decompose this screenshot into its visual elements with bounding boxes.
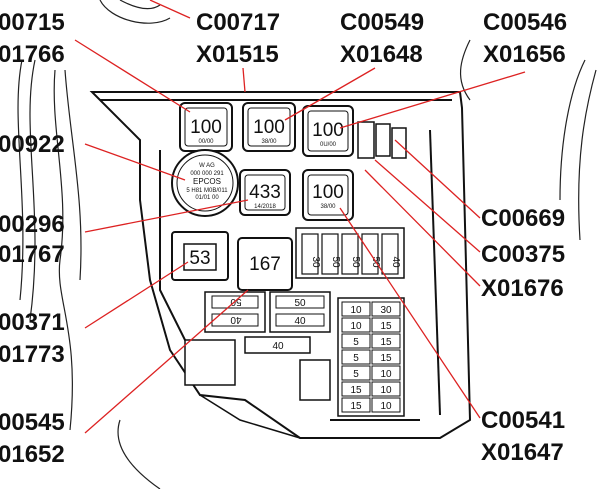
callout-top-mid-1: C00717	[196, 9, 280, 36]
fuse-mid-2: 40	[230, 314, 242, 325]
round-relay-line4: 5 H81 M0B/011	[186, 188, 228, 194]
callout-left-296-1: 00296	[0, 211, 65, 238]
fuse-strip-mid-right: 50 40	[269, 291, 331, 333]
round-relay-line5: 01/01 00	[195, 195, 219, 201]
fuse-top-1: 30	[310, 256, 321, 268]
round-relay-line1: W AG	[199, 163, 215, 169]
fuse-top-3: 50	[350, 256, 361, 268]
fuse-top-5: 40	[390, 256, 401, 268]
callout-left-922: 00922	[0, 131, 65, 158]
relay-r5-code: 38/00	[320, 204, 336, 210]
fuse-col-7: 5	[353, 353, 359, 364]
callout-top-mid-2: X01515	[196, 41, 279, 68]
relay-r4-label: 433	[249, 182, 281, 203]
relay-r7-label: 167	[249, 254, 281, 275]
callout-left-545-1: 00545	[0, 409, 65, 436]
fuse-low-label: 40	[272, 341, 284, 352]
fuse-col-1: 10	[350, 305, 362, 316]
fuse-col-8: 15	[380, 353, 392, 364]
relay-r1: 100 00/00	[179, 102, 233, 152]
relay-r2-label: 100	[253, 117, 285, 138]
round-relay-line3: EPCOS	[193, 177, 221, 186]
fuse-col-5: 5	[353, 337, 359, 348]
fuse-col-6: 15	[380, 337, 392, 348]
fuse-col-10: 10	[380, 369, 392, 380]
callout-left-296-2: 01767	[0, 241, 65, 268]
relay-r3: 100 0U/00	[302, 105, 354, 157]
fuse-col-3: 10	[350, 321, 362, 332]
fuse-column: 10 30 10 15 5 15 5 15 5 10 15 10 15 10	[337, 297, 405, 417]
fuse-col-12: 10	[380, 385, 392, 396]
round-relay-line2: 000 000 291	[190, 171, 224, 177]
callout-left-371-1: 00371	[0, 309, 65, 336]
callout-left-545-2: 01652	[0, 441, 65, 468]
callout-right-375: C00375	[481, 241, 565, 268]
callout-top-left-1: 00715	[0, 9, 65, 36]
relay-r1-label: 100	[190, 117, 222, 138]
callout-top-right-1: C00546	[483, 9, 567, 36]
fuse-midr-2: 40	[294, 316, 306, 327]
fuse-strip-top: 30 50 50 50 40	[295, 227, 405, 279]
callout-labels: 00715 01766 C00717 X01515 C00549 X01648 …	[0, 9, 567, 468]
fuse-top-2: 50	[330, 256, 341, 268]
relay-r5: 100 38/00	[302, 169, 354, 221]
callout-right-541-2: X01647	[481, 439, 564, 466]
relay-r6-label: 53	[189, 248, 210, 269]
fuse-col-13: 15	[350, 401, 362, 412]
leader-lines	[74, 0, 526, 434]
callout-right-541-1: C00541	[481, 407, 565, 434]
small-relay-block	[357, 121, 407, 159]
relay-r7: 167	[237, 237, 293, 291]
fuse-col-11: 15	[350, 385, 362, 396]
relay-r5-label: 100	[312, 182, 344, 203]
fuse-col-14: 10	[380, 401, 392, 412]
relay-r3-label: 100	[312, 120, 344, 141]
relay-r2: 100 38/00	[242, 102, 296, 152]
callout-right-676: X01676	[481, 275, 564, 302]
relay-r4-code: 14/2018	[254, 204, 276, 210]
relay-r4: 433 14/2018	[239, 169, 291, 216]
fuse-col-2: 30	[380, 305, 392, 316]
callout-top-left-2: 01766	[0, 41, 65, 68]
callout-c549-1: C00549	[340, 9, 424, 36]
relay-r2-code: 38/00	[261, 139, 277, 145]
relay-r1-code: 00/00	[198, 139, 214, 145]
wiring-background	[17, 0, 597, 489]
callout-top-right-2: X01656	[483, 41, 566, 68]
fuse-low: 40	[244, 336, 311, 354]
relay-r6: 53	[171, 231, 229, 281]
fuse-col-9: 5	[353, 369, 359, 380]
fuse-col-4: 15	[380, 321, 392, 332]
round-relay: W AG 000 000 291 EPCOS 5 H81 M0B/011 01/…	[171, 149, 239, 217]
relay-r3-code: 0U/00	[320, 142, 337, 148]
callout-c549-2: X01648	[340, 41, 423, 68]
callout-right-669: C00669	[481, 205, 565, 232]
fuse-strip-mid: 50 40	[204, 291, 266, 333]
fuse-midr-1: 50	[294, 298, 306, 309]
lower-components	[184, 339, 331, 439]
callout-left-371-2: 01773	[0, 341, 65, 368]
